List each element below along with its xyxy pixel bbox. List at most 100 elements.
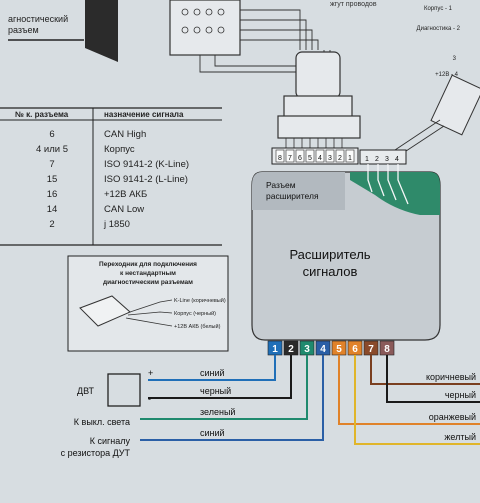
connector-pin-cell [295,149,305,163]
db-connector-pins [181,8,225,34]
left-wire-label: синий [200,368,225,378]
small-connector-pin-number: 3 [385,156,389,163]
left-wire [140,355,324,441]
expander-port-label-2: расширителя [266,191,319,201]
right-connector [430,74,480,136]
dvt-minus: - [148,394,151,404]
connector-pin-number: 2 [338,155,342,162]
plug-base [277,115,361,139]
table-cell-pin: 2 [49,219,54,230]
table-header-pin: № к. разъема [15,110,69,119]
table-cell-signal: ISO 9141-2 (K-Line) [104,159,189,170]
right-wire-label: оранжевый [429,412,476,422]
plug-teeth [285,138,343,148]
dvt-label: ДВТ [77,386,94,396]
table-cell-signal: CAN High [104,129,146,140]
connector-pin-cell [305,149,315,163]
round-plug [295,51,341,99]
adapter-label-kline: K-Line (коричневый) [174,297,226,304]
right-pin-label-2: Диагностика - 2 [417,26,461,32]
bottom-pin-number: 7 [368,344,374,355]
device-title-2: сигналов [303,264,358,279]
adapter-title-2: к нестандартным [120,270,176,277]
adapter-label-ground: Корпус (черный) [174,310,216,317]
connector-pin-number: 8 [278,155,282,162]
small-connector [359,149,407,165]
dvt-plus: + [148,368,153,378]
device-green-corner [350,172,440,215]
small-connector-pin-number: 2 [375,156,379,163]
right-wire [370,355,480,385]
diagnostic-connector-shape [85,0,118,62]
adapter-title-1: Переходник для подключения [99,261,197,268]
expander-port-label-1: Разъем [266,180,296,190]
bottom-pin-number: 3 [304,344,310,355]
connector-pin-number: 5 [308,155,312,162]
adapter-title-3: диагностическим разъемам [103,279,193,286]
table-cell-signal: CAN Low [104,204,144,215]
table-cell-pin: 15 [47,174,58,185]
table-cell-signal: j 1850 [103,219,130,230]
diagnostic-label-line1: агностический [8,14,68,24]
bottom-pin-number: 5 [336,344,342,355]
small-connector-pin-number: 1 [365,156,369,163]
right-wire-label: коричневый [426,372,476,382]
dvt-box [107,373,141,407]
bottom-pin-number: 8 [384,344,390,355]
bottom-pin-number: 4 [320,344,326,355]
plug-body [283,95,353,119]
table-cell-pin: 16 [47,189,58,200]
connector-pin-number: 7 [288,155,292,162]
green-corner-traces [367,164,409,205]
connector-pin-number: 4 [318,155,322,162]
table-cell-pin: 7 [49,159,54,170]
harness-label: жгут проводов [330,1,377,8]
connector-pin-number: 6 [298,155,302,162]
db-connector [169,0,241,56]
right-pin-label-4: +12В - 4 [435,72,459,78]
adapter-label-12v: +12В АКБ (белый) [174,323,221,330]
left-wire [148,355,292,399]
signal-table: № к. разъема назначение сигнала 6 CAN Hig… [0,107,222,246]
left-wire-label: синий [200,428,225,438]
signal-label-2: с резистора ДУТ [61,448,131,458]
connector-pin-cell [335,149,345,163]
bottom-pin-number: 2 [288,344,294,355]
adapter-wires [125,299,173,327]
connector-pin-cell [325,149,335,163]
right-wire [386,355,480,403]
left-wire [148,355,276,381]
connector-pin-cell [315,149,325,163]
left-wire [140,355,308,420]
light-switch-label: К выкл. света [74,417,130,427]
left-wire-label: черный [200,386,231,396]
left-wire-label: зеленый [200,407,235,417]
right-wire-label: черный [445,390,476,400]
connector-pin-number: 1 [348,155,352,162]
table-header-signal: назначение сигнала [104,110,184,119]
device-top-panel [252,172,345,210]
right-pin-label-3: 3 [453,56,457,62]
table-cell-signal: Корпус [104,144,135,155]
small-connector-pin-number: 4 [395,156,399,163]
signal-label-1: К сигналу [90,436,131,446]
bottom-pin-number: 1 [272,344,278,355]
expander-connector-strip [271,147,359,165]
right-wire [354,355,480,445]
right-wire [338,355,480,425]
right-pin-label-1: Корпус - 1 [424,6,453,12]
right-wire-label: желтый [444,432,476,442]
connector-pin-cell [275,149,285,163]
table-cell-signal: +12В АКБ [104,189,147,200]
table-cell-pin: 6 [49,129,54,140]
diagnostic-label-line2: разъем [8,25,39,35]
bottom-pin-number: 6 [352,344,358,355]
connector-pin-cell [285,149,295,163]
connector-pin-cell [345,149,355,163]
table-cell-signal: ISO 9141-2 (L-Line) [104,174,188,185]
